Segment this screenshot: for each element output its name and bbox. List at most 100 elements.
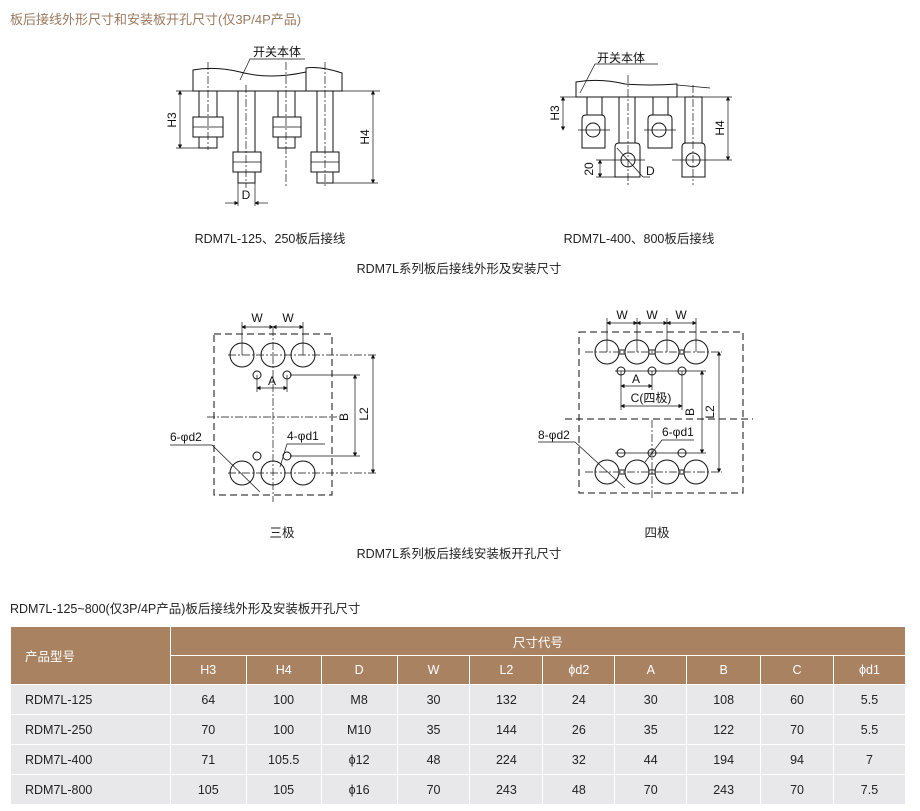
value-cell: 30 <box>396 684 471 715</box>
w-label-3: W <box>675 308 687 322</box>
model-cell: RDM7L-800 <box>10 774 171 805</box>
h4-label: H4 <box>713 120 727 136</box>
value-cell: ϕ16 <box>320 774 398 805</box>
value-cell: 70 <box>614 774 688 805</box>
model-header: 产品型号 <box>10 626 171 685</box>
dimension-code-header: 尺寸代号 <box>169 626 907 656</box>
rear-wiring-400-800-drawing: H3 H4 20 D 开关本体 <box>548 51 732 185</box>
switch-body-label: 开关本体 <box>253 45 301 59</box>
value-cell: 105 <box>169 774 247 805</box>
value-cell: 122 <box>686 714 762 745</box>
a-label: A <box>268 374 276 388</box>
a-label: A <box>632 372 640 386</box>
value-cell: 132 <box>469 684 544 715</box>
caption-three-pole: 三极 <box>269 526 295 540</box>
h4-label: H4 <box>358 129 372 145</box>
value-cell: 243 <box>686 774 762 805</box>
value-cell: M10 <box>320 714 398 745</box>
w-label-2: W <box>646 308 658 322</box>
value-cell: 60 <box>760 684 834 715</box>
value-cell: 5.5 <box>833 684 906 715</box>
value-cell: ϕ12 <box>320 744 398 775</box>
model-cell: RDM7L-400 <box>10 744 171 775</box>
caption-outline: RDM7L系列板后接线外形及安装尺寸 <box>356 262 562 276</box>
value-cell: 30 <box>614 684 688 715</box>
value-cell: 44 <box>614 744 688 775</box>
value-cell: 70 <box>396 774 471 805</box>
value-cell: 105.5 <box>245 744 322 775</box>
column-header-b: B <box>686 655 762 685</box>
l2-label: L2 <box>357 407 371 421</box>
value-cell: 105 <box>245 774 322 805</box>
value-cell: 94 <box>760 744 834 775</box>
w-label-1: W <box>616 308 628 322</box>
small-holes-label: 4-φd1 <box>287 429 319 443</box>
value-cell: 70 <box>760 714 834 745</box>
four-pole-cutout-drawing: W W W A C(四极) B L2 8-φd2 6-φd1 <box>538 308 753 500</box>
value-cell: 24 <box>542 684 616 715</box>
value-cell: 48 <box>396 744 471 775</box>
value-cell: 108 <box>686 684 762 715</box>
column-header-l2: L2 <box>469 655 544 685</box>
l2-label: L2 <box>703 405 717 419</box>
value-cell: 64 <box>169 684 247 715</box>
page-title: 板后接线外形尺寸和安装板开孔尺寸(仅3P/4P产品) <box>10 12 302 27</box>
column-header-d: D <box>320 655 398 685</box>
value-cell: 100 <box>245 684 322 715</box>
d-label: D <box>242 188 251 202</box>
column-header-ϕd1: ϕd1 <box>833 655 906 685</box>
w-label-2: W <box>282 311 294 325</box>
big-holes-label: 6-φd2 <box>170 430 202 444</box>
h3-label: H3 <box>548 105 562 121</box>
big-holes-label: 8-φd2 <box>538 428 570 442</box>
value-cell: 32 <box>542 744 616 775</box>
caption-cutout: RDM7L系列板后接线安装板开孔尺寸 <box>356 547 562 561</box>
value-cell: 7.5 <box>833 774 906 805</box>
column-header-ϕd2: ϕd2 <box>542 655 616 685</box>
value-cell: 70 <box>760 774 834 805</box>
w-label-1: W <box>251 311 263 325</box>
c-label: C(四极) <box>631 391 672 405</box>
column-header-h4: H4 <box>245 655 322 685</box>
value-cell: 7 <box>833 744 906 775</box>
column-header-w: W <box>396 655 471 685</box>
value-cell: M8 <box>320 684 398 715</box>
dim-20-label: 20 <box>582 162 596 176</box>
b-label: B <box>337 413 351 421</box>
value-cell: 26 <box>542 714 616 745</box>
value-cell: 48 <box>542 774 616 805</box>
value-cell: 35 <box>614 714 688 745</box>
model-cell: RDM7L-250 <box>10 714 171 745</box>
switch-body-label: 开关本体 <box>597 51 645 65</box>
model-cell: RDM7L-125 <box>10 684 171 715</box>
caption-125-250: RDM7L-125、250板后接线 <box>194 232 346 246</box>
value-cell: 224 <box>469 744 544 775</box>
rear-wiring-125-250-drawing: H3 H4 D 开关本体 <box>165 45 380 206</box>
value-cell: 243 <box>469 774 544 805</box>
three-pole-cutout-drawing: W W A B L2 6-φd2 4-φd1 <box>170 311 378 502</box>
value-cell: 71 <box>169 744 247 775</box>
value-cell: 194 <box>686 744 762 775</box>
value-cell: 5.5 <box>833 714 906 745</box>
b-label: B <box>683 408 697 416</box>
table-title: RDM7L-125~800(仅3P/4P产品)板后接线外形及安装板开孔尺寸 <box>10 602 361 616</box>
technical-drawings: H3 H4 D 开关本体 H3 H4 <box>165 45 753 502</box>
caption-four-pole: 四极 <box>644 526 670 540</box>
value-cell: 144 <box>469 714 544 745</box>
d-label: D <box>646 164 655 178</box>
column-header-c: C <box>760 655 834 685</box>
small-holes-label: 6-φd1 <box>662 425 694 439</box>
column-header-h3: H3 <box>169 655 247 685</box>
column-header-a: A <box>614 655 688 685</box>
value-cell: 35 <box>396 714 471 745</box>
h3-label: H3 <box>165 112 179 128</box>
caption-400-800: RDM7L-400、800板后接线 <box>563 232 715 246</box>
value-cell: 70 <box>169 714 247 745</box>
